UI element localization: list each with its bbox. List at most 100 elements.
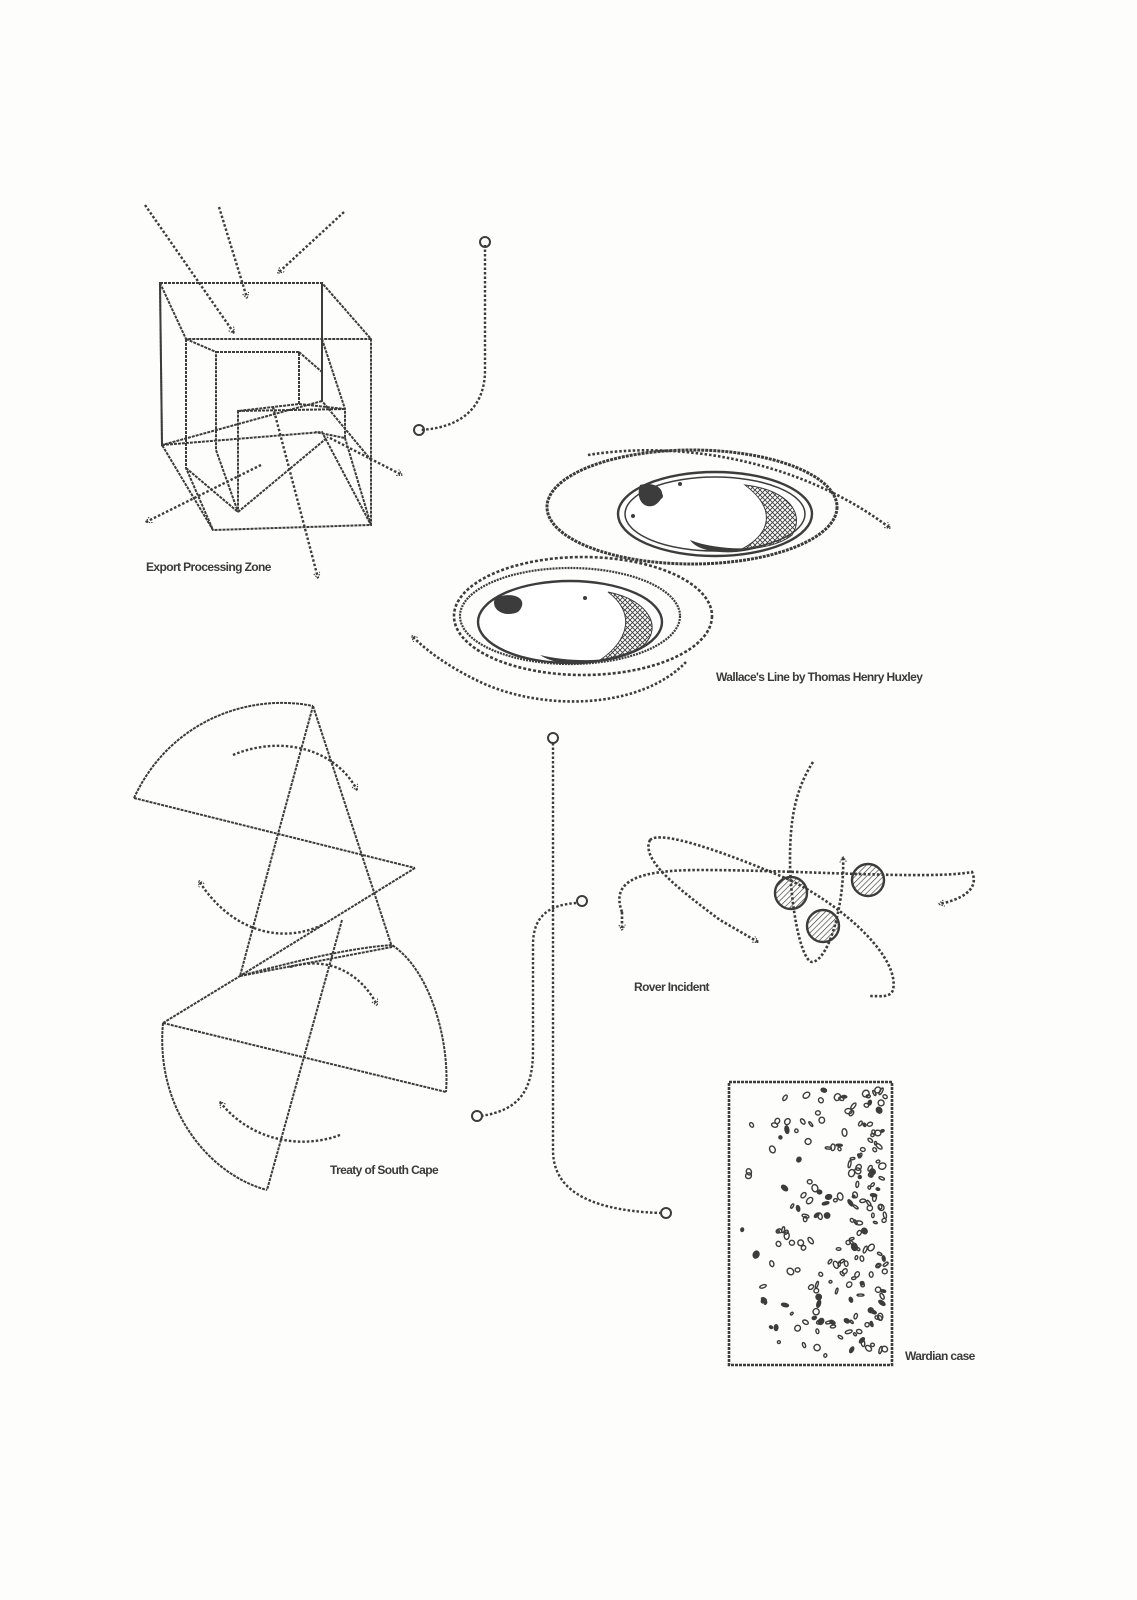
seed-speck	[832, 1260, 840, 1270]
seed-speck	[793, 1128, 799, 1134]
seed-speck	[861, 1227, 868, 1235]
label-export-processing-zone: Export Processing Zone	[146, 560, 271, 574]
seed-speck	[804, 1137, 812, 1146]
seed-speck	[794, 1324, 802, 1332]
seed-speck	[813, 1287, 820, 1294]
seed-speck	[789, 1203, 795, 1209]
seed-speck	[786, 1267, 795, 1276]
seed-speck	[801, 1341, 807, 1349]
seed-speck	[802, 1091, 811, 1099]
seed-speck	[811, 1315, 818, 1321]
seed-speck	[872, 1146, 878, 1153]
seed-speck	[854, 1271, 861, 1278]
seed-speck	[866, 1204, 874, 1212]
seed-speck	[877, 1099, 885, 1107]
seed-speck	[868, 1271, 874, 1278]
seed-speck	[849, 1319, 854, 1325]
wallaces-line-upper-disc	[545, 448, 839, 566]
seed-speck	[876, 1251, 883, 1257]
seed-speck	[774, 1117, 781, 1125]
seed-speck	[867, 1164, 873, 1172]
connector-node-icon	[547, 732, 559, 744]
seed-speck	[857, 1152, 863, 1159]
seed-speck	[808, 1121, 814, 1128]
seed-speck	[843, 1260, 849, 1267]
seed-speck	[881, 1345, 889, 1353]
seed-speck	[863, 1102, 870, 1108]
seed-speck	[824, 1146, 833, 1150]
seed-speck	[814, 1280, 820, 1289]
connector-node-icon	[479, 236, 491, 248]
seed-speck	[795, 1204, 801, 1212]
seed-speck	[881, 1268, 888, 1275]
seed-speck	[781, 1226, 786, 1234]
seed-speck	[807, 1236, 815, 1245]
label-wallaces-line: Wallace's Line by Thomas Henry Huxley	[716, 670, 923, 684]
seed-speck	[833, 1093, 842, 1102]
wallaces-line-lower-disc	[452, 555, 714, 677]
label-wardian-case: Wardian case	[905, 1349, 975, 1363]
seed-speck	[841, 1128, 848, 1137]
seed-speck	[847, 1159, 852, 1169]
seed-speck	[870, 1212, 875, 1219]
seed-speck	[851, 1194, 856, 1199]
seed-speck	[860, 1282, 866, 1288]
seed-speck	[852, 1332, 858, 1337]
seed-speck	[802, 1215, 808, 1223]
seed-speck	[811, 1183, 819, 1193]
seed-speck	[852, 1204, 859, 1210]
seed-speck	[847, 1168, 856, 1178]
seed-speck	[877, 1314, 883, 1321]
label-rover-incident: Rover Incident	[634, 980, 710, 994]
seed-speck	[823, 1353, 828, 1358]
seed-speck	[815, 1328, 820, 1335]
seed-speck	[796, 1156, 802, 1163]
seed-speck	[818, 1271, 824, 1277]
seed-speck	[878, 1299, 886, 1307]
seed-speck	[813, 1212, 820, 1219]
seed-speck	[824, 1320, 833, 1325]
seed-speck	[775, 1240, 782, 1248]
connector-node-icon	[413, 424, 425, 436]
seed-speck	[853, 1312, 859, 1320]
seed-speck	[800, 1191, 807, 1199]
connector-top	[419, 245, 487, 432]
seed-speck	[857, 1174, 863, 1180]
seed-speck	[855, 1180, 860, 1189]
seed-speck	[857, 1120, 863, 1127]
seed-speck	[874, 1086, 882, 1094]
seed-speck	[882, 1261, 889, 1268]
seed-speck	[854, 1254, 859, 1261]
seed-speck	[875, 1106, 883, 1114]
seed-speck	[794, 1267, 801, 1273]
seed-speck	[780, 1184, 789, 1192]
seed-speck	[854, 1220, 864, 1226]
seed-speck	[856, 1153, 862, 1158]
seed-speck	[862, 1122, 867, 1128]
seed-speck	[816, 1189, 823, 1195]
seed-speck	[773, 1324, 779, 1332]
seed-speck	[869, 1342, 876, 1348]
seed-speck	[836, 1192, 844, 1201]
seed-speck	[877, 1162, 887, 1170]
seed-speck	[835, 1246, 842, 1252]
seed-speck	[797, 1239, 805, 1247]
seed-speck	[848, 1109, 855, 1117]
seed-speck	[867, 1137, 874, 1144]
seed-speck	[837, 1334, 844, 1340]
seed-speck	[840, 1094, 848, 1099]
seed-speck	[871, 1129, 877, 1135]
seed-speck	[859, 1255, 865, 1262]
seed-speck	[864, 1344, 873, 1352]
seed-speck	[778, 1135, 783, 1140]
seed-speck	[844, 1107, 853, 1115]
seed-speck	[783, 1117, 791, 1126]
seed-speck	[879, 1292, 885, 1300]
connector-middle	[480, 743, 661, 1215]
seed-speck	[806, 1178, 813, 1185]
seed-speck	[850, 1242, 858, 1252]
seed-speck	[768, 1260, 775, 1268]
wardian-case-seeds	[740, 1086, 889, 1358]
seed-speck	[816, 1299, 822, 1308]
